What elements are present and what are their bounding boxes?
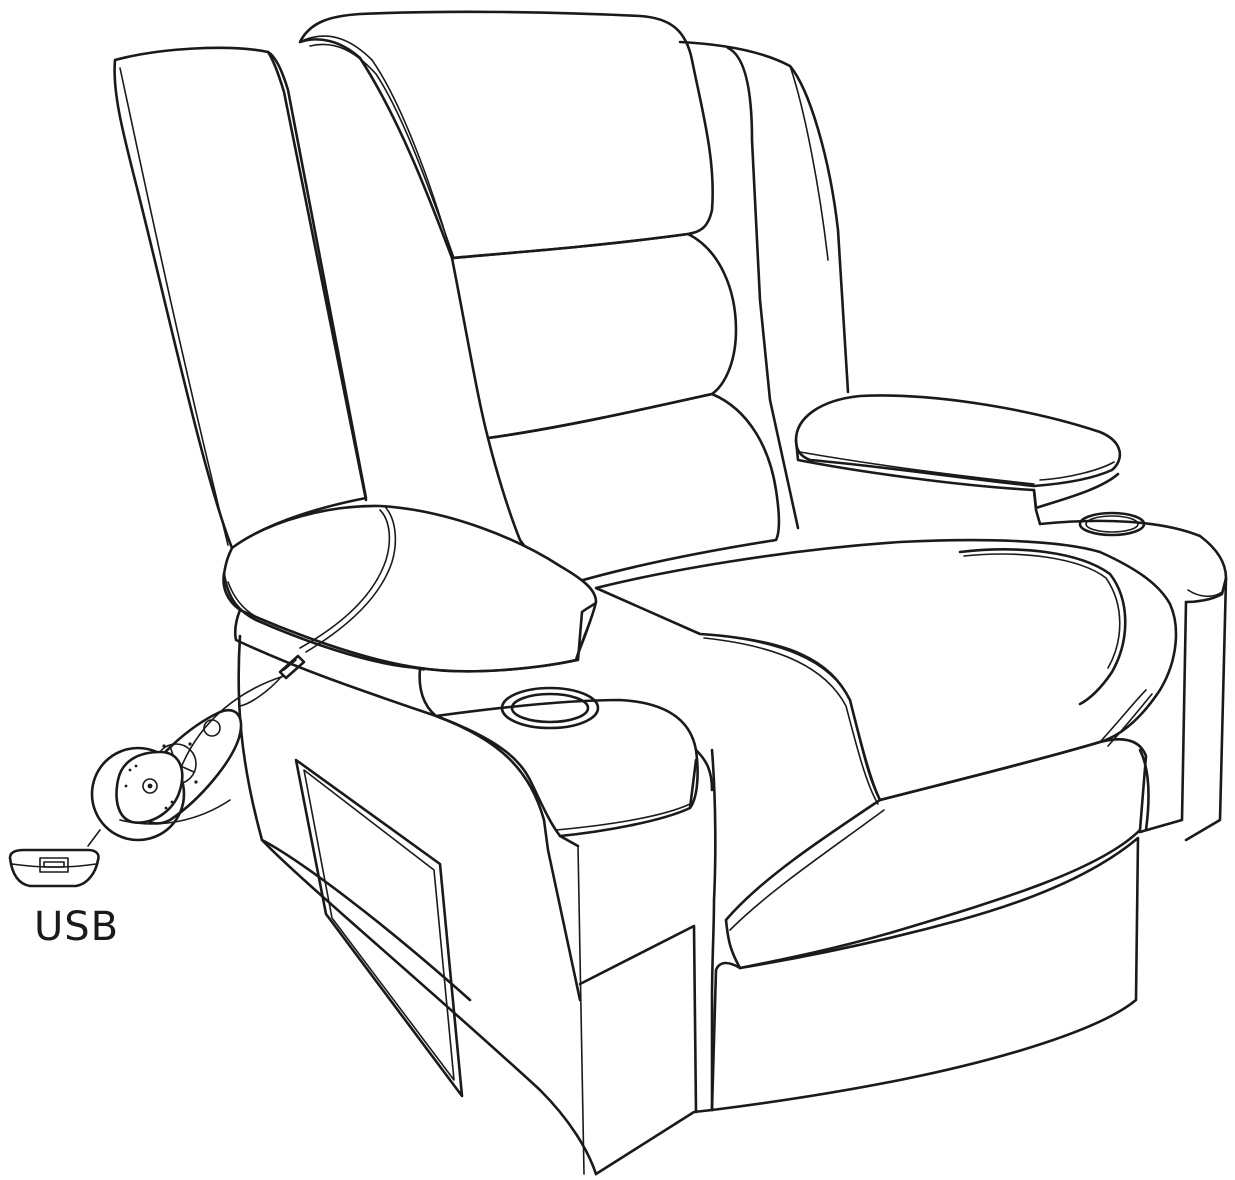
headrest [298, 10, 714, 260]
right-armrest [794, 394, 1228, 842]
backrest-left-wing [113, 46, 368, 550]
left-cup-holder [500, 686, 600, 730]
chair-base [237, 634, 717, 1176]
backrest-middle-cushion [450, 232, 738, 440]
backrest-right-wing [678, 40, 850, 530]
leg-rest [710, 689, 1153, 1112]
seat-cushion [594, 538, 1178, 805]
left-arm-front-panel [434, 698, 714, 1002]
remote-magnifier [87, 675, 285, 847]
backrest-lower-cushion [486, 392, 781, 590]
side-pocket [294, 758, 464, 1098]
usb-label: USB [34, 904, 119, 950]
usb-port-icon [8, 848, 100, 888]
left-armrest [222, 504, 598, 718]
remote-cable [239, 654, 306, 707]
right-cup-holder [1078, 511, 1146, 537]
